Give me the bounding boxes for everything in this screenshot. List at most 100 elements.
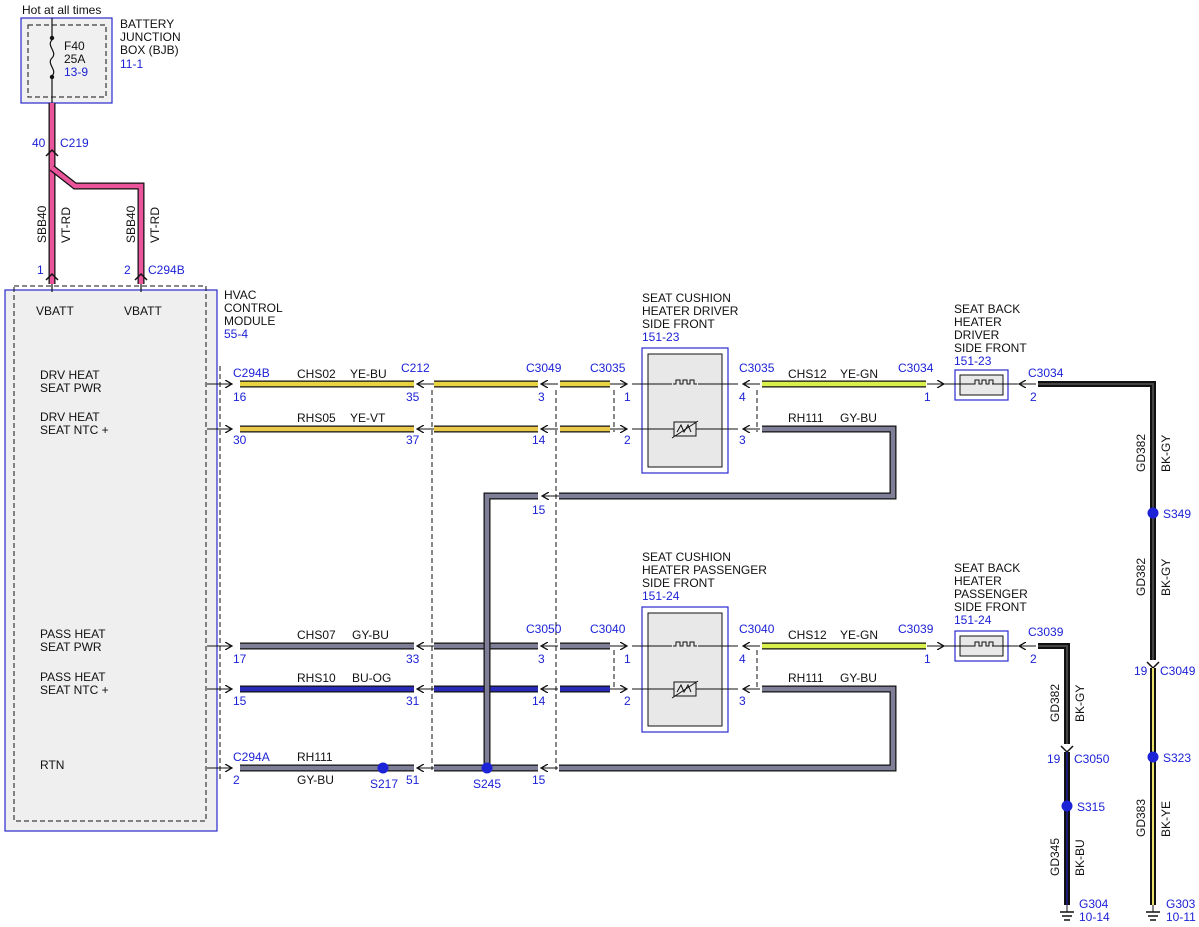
cushion-pass-ref[interactable]: 151-24 xyxy=(642,589,680,603)
pin-3-cushion-pass: 3 xyxy=(739,694,746,708)
wire-color-rhs10: BU-OG xyxy=(352,671,391,685)
wire-gd382-driver[interactable] xyxy=(1038,381,1156,660)
connector-arrows-passenger xyxy=(207,646,1036,768)
connector-c3039-right[interactable]: C3039 xyxy=(1028,625,1064,639)
seat-cushion-heater-driver xyxy=(632,347,738,474)
pin-17: 17 xyxy=(233,652,247,666)
splice-s323 xyxy=(1147,751,1159,763)
connector-c294a[interactable]: C294A xyxy=(233,750,270,764)
pin-c219: 40 xyxy=(32,136,46,150)
wire-rh111-passenger[interactable] xyxy=(559,685,897,772)
back-drv-title-1: SEAT BACK xyxy=(954,302,1020,316)
connector-c3040[interactable]: C3040 xyxy=(590,622,626,636)
heater-element-icon xyxy=(672,640,698,652)
seat-cushion-heater-passenger xyxy=(632,606,738,733)
connector-c294b[interactable]: C294B xyxy=(233,366,270,380)
ground-icon xyxy=(1146,905,1160,921)
connector-c219[interactable]: C219 xyxy=(60,136,89,150)
pin-vbatt-1: 1 xyxy=(37,263,44,277)
wire-label-gd382-a: GD382 xyxy=(1134,434,1148,472)
connector-c3050-right[interactable]: C3050 xyxy=(1074,752,1110,766)
bjb-title-2: JUNCTION xyxy=(120,30,181,44)
pin-vbatt-2: 2 xyxy=(124,263,131,277)
ground-g303[interactable]: G303 xyxy=(1166,897,1196,911)
wire-vt-rd[interactable] xyxy=(48,103,145,284)
splice-s245 xyxy=(481,762,493,774)
back-drv-ref[interactable]: 151-23 xyxy=(954,354,992,368)
pin-30: 30 xyxy=(233,433,247,447)
wire-label-gd382-c: GD382 xyxy=(1048,684,1062,722)
connector-c3049[interactable]: C3049 xyxy=(526,361,562,375)
wire-label-gd382-b: GD382 xyxy=(1134,558,1148,596)
connector-c3035-right[interactable]: C3035 xyxy=(739,361,775,375)
vbatt-label-2: VBATT xyxy=(124,304,162,318)
pin-16: 16 xyxy=(233,390,247,404)
wire-color-rh111-rtn: GY-BU xyxy=(297,773,334,787)
pass-heat-ntc-label-1: PASS HEAT xyxy=(40,670,106,684)
pin-1-cushion-drv: 1 xyxy=(624,390,631,404)
wire-color-rh111-drv: GY-BU xyxy=(840,411,877,425)
cushion-pass-title-2: HEATER PASSENGER xyxy=(642,563,767,577)
connector-c3035[interactable]: C3035 xyxy=(590,361,626,375)
wire-label-rhs05: RHS05 xyxy=(297,411,336,425)
connector-arrow-c219 xyxy=(45,148,59,157)
splice-label-s349[interactable]: S349 xyxy=(1163,507,1191,521)
wire-label-gd345: GD345 xyxy=(1048,838,1062,876)
pin-2-cushion-drv: 2 xyxy=(624,433,631,447)
wire-rh111-driver[interactable] xyxy=(559,425,897,500)
splice-s315 xyxy=(1061,800,1073,812)
back-pass-ref[interactable]: 151-24 xyxy=(954,613,992,627)
wire-color-vtrd-1: VT-RD xyxy=(59,207,73,243)
ground-g304[interactable]: G304 xyxy=(1079,897,1109,911)
splice-label-s315[interactable]: S315 xyxy=(1077,800,1105,814)
pin-15-pass: 15 xyxy=(532,773,546,787)
pin-4-cushion-drv: 4 xyxy=(739,390,746,404)
pin-3-cushion-drv: 3 xyxy=(739,433,746,447)
wire-rh111-return[interactable] xyxy=(240,492,538,772)
wire-label-rh111-pass: RH111 xyxy=(788,671,824,685)
thermistor-icon xyxy=(671,420,699,439)
pin-15-hvac: 15 xyxy=(233,694,247,708)
connector-c294b-top[interactable]: C294B xyxy=(148,263,185,277)
wire-label-chs07: CHS07 xyxy=(297,628,336,642)
connector-c3034-left[interactable]: C3034 xyxy=(898,361,934,375)
connector-c3050[interactable]: C3050 xyxy=(526,622,562,636)
dashed-connector-lines xyxy=(431,390,758,770)
pin-31: 31 xyxy=(406,694,420,708)
wire-color-chs02: YE-BU xyxy=(350,367,387,381)
wire-gd382-passenger[interactable] xyxy=(1038,643,1070,744)
splice-label-s217[interactable]: S217 xyxy=(370,777,398,791)
pin-1-back-pass: 1 xyxy=(924,652,931,666)
pin-35: 35 xyxy=(406,390,420,404)
ground-g303-ref[interactable]: 10-11 xyxy=(1166,910,1196,924)
connector-arrow-c3050-r xyxy=(1060,745,1074,754)
connector-c3039-left[interactable]: C3039 xyxy=(898,622,934,636)
thermistor-icon xyxy=(671,680,699,699)
splice-label-s245[interactable]: S245 xyxy=(473,777,501,791)
bjb-ref[interactable]: 11-1 xyxy=(120,57,143,71)
ground-g304-ref[interactable]: 10-14 xyxy=(1079,910,1110,924)
pass-heat-ntc-label-2: SEAT NTC + xyxy=(40,683,109,697)
fuse-ref[interactable]: 13-9 xyxy=(64,65,88,79)
connector-c212[interactable]: C212 xyxy=(401,361,430,375)
pin-4-cushion-pass: 4 xyxy=(739,652,746,666)
pin-51: 51 xyxy=(406,773,420,787)
pin-14-pass: 14 xyxy=(532,694,546,708)
connector-c3040-right[interactable]: C3040 xyxy=(739,622,775,636)
cushion-pass-title-1: SEAT CUSHION xyxy=(642,550,731,564)
hvac-title-1: HVAC xyxy=(224,288,257,302)
fuse-name: F40 xyxy=(64,39,85,53)
cushion-drv-ref[interactable]: 151-23 xyxy=(642,330,680,344)
wire-label-rh111-rtn: RH111 xyxy=(297,750,333,764)
connector-c3049-right[interactable]: C3049 xyxy=(1160,664,1196,678)
pin-19-c3049: 19 xyxy=(1134,664,1148,678)
cushion-pass-title-3: SIDE FRONT xyxy=(642,576,715,590)
connector-c3034-right[interactable]: C3034 xyxy=(1028,366,1064,380)
hot-at-all-times-label: Hot at all times xyxy=(22,3,101,17)
splice-label-s323[interactable]: S323 xyxy=(1163,751,1191,765)
battery-junction-box xyxy=(20,17,113,104)
hvac-ref[interactable]: 55-4 xyxy=(224,327,248,341)
pin-2-back-pass: 2 xyxy=(1030,652,1037,666)
cushion-drv-title-2: HEATER DRIVER xyxy=(642,304,739,318)
